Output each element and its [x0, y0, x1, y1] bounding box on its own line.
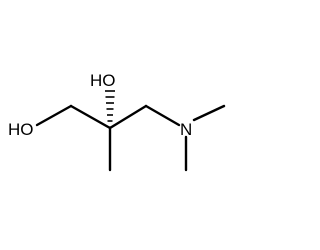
- bond-cquat-ch2n: [108, 104, 148, 130]
- structure-canvas: HO HO N: [8, 71, 226, 172]
- hydroxyl-label-left: HO: [8, 120, 34, 139]
- bond-ch2-cquat: [69, 104, 112, 130]
- hashed-wedge-bond-cquat-o2: [105, 90, 115, 129]
- nitrogen-label: N: [180, 120, 192, 139]
- bond-o1-ch2: [35, 104, 73, 127]
- hydroxyl-label-top: HO: [90, 71, 116, 90]
- bond-ch2n-n: [144, 104, 181, 127]
- bond-n-methyl-up: [192, 104, 226, 122]
- molecule-drawing: HO HO N: [8, 71, 226, 172]
